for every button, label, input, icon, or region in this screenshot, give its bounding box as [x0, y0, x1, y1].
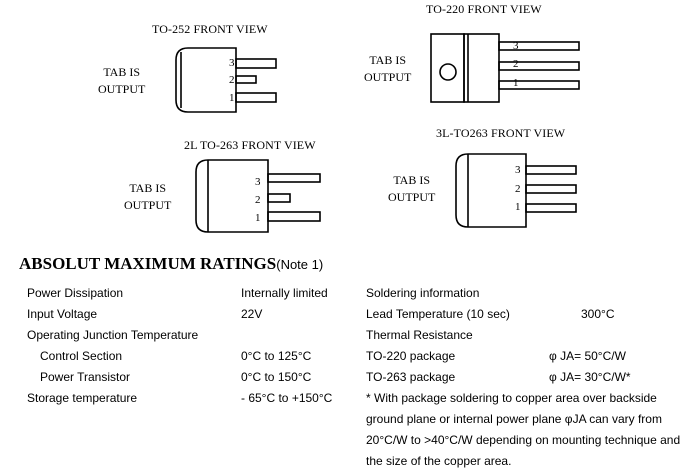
to263-2l-lead-2 [267, 193, 291, 203]
storage-temperature-label: Storage temperature [27, 391, 138, 405]
soldering-info-label: Soldering information [366, 286, 480, 300]
to263-3l-lead-2 [525, 184, 577, 194]
to263-thermal-value: φ JA= 30°C/W* [549, 370, 631, 384]
to220-tab-label: TAB IS OUTPUT [364, 52, 411, 86]
control-section-label: Control Section [40, 349, 123, 363]
to252-lead-2 [235, 75, 257, 84]
to263-3l-pin-2: 2 [515, 183, 521, 195]
footnote-line-3: 20°C/W to >40°C/W depending on mounting … [366, 433, 681, 447]
to263-package-label: TO-263 package [366, 370, 456, 384]
to252-tab-label: TAB IS OUTPUT [98, 64, 145, 98]
control-section-value: 0°C to 125°C [241, 349, 312, 363]
footnote-line-4: the size of the copper area. [366, 454, 512, 468]
to263-2l-lead-3 [267, 173, 321, 183]
to263-2l-lead-1 [267, 211, 321, 222]
to263-2l-tab-label: TAB IS OUTPUT [124, 180, 171, 214]
to220-mounting-hole [439, 63, 457, 81]
to220-package-label: TO-220 package [366, 349, 456, 363]
to252-pin-3: 3 [229, 57, 235, 69]
lead-temperature-label: Lead Temperature (10 sec) [366, 307, 510, 321]
power-dissipation-label: Power Dissipation [27, 286, 124, 300]
input-voltage-label: Input Voltage [27, 307, 98, 321]
input-voltage-value: 22V [241, 307, 263, 321]
to220-lead-2 [498, 61, 580, 71]
power-transistor-label: Power Transistor [40, 370, 131, 384]
to263-3l-title: 3L-TO263 FRONT VIEW [436, 126, 566, 140]
to252-label-line1: TAB IS [103, 65, 141, 79]
to252-lead-3 [235, 58, 277, 69]
to263-2l-body [195, 159, 269, 233]
to263-2l-label-line1: TAB IS [129, 181, 167, 195]
ratings-heading: ABSOLUT MAXIMUM RATINGS(Note 1) [19, 254, 323, 274]
to263-3l-pin-3: 3 [515, 164, 521, 176]
to252-lead-1 [235, 92, 277, 103]
to263-3l-lead-3 [525, 165, 577, 175]
thermal-resistance-label: Thermal Resistance [366, 328, 473, 342]
ratings-note: (Note 1) [276, 257, 324, 272]
to263-3l-label-line2: OUTPUT [388, 190, 436, 204]
to220-title: TO-220 FRONT VIEW [426, 2, 542, 16]
to263-3l-label-line1: TAB IS [393, 173, 431, 187]
operating-junction-temp-label: Operating Junction Temperature [27, 328, 199, 342]
to220-label-line1: TAB IS [369, 53, 407, 67]
to252-title: TO-252 FRONT VIEW [152, 22, 268, 36]
to263-2l-title: 2L TO-263 FRONT VIEW [184, 138, 316, 152]
power-dissipation-value: Internally limited [241, 286, 328, 300]
to220-lead-3 [498, 41, 580, 51]
power-transistor-value: 0°C to 150°C [241, 370, 312, 384]
to252-label-line2: OUTPUT [98, 82, 146, 96]
to252-body [175, 47, 237, 113]
to263-2l-pin-1: 1 [255, 212, 261, 224]
to220-pin-1: 1 [513, 77, 519, 89]
to263-3l-lead-1 [525, 203, 577, 213]
ratings-heading-text: ABSOLUT MAXIMUM RATINGS [19, 254, 277, 273]
to220-label-line2: OUTPUT [364, 70, 412, 84]
to220-pin-3: 3 [513, 40, 519, 52]
footnote-line-1: * With package soldering to copper area … [366, 391, 657, 405]
to263-2l-label-line2: OUTPUT [124, 198, 172, 212]
to263-3l-tab-label: TAB IS OUTPUT [388, 172, 435, 206]
storage-temperature-value: - 65°C to +150°C [241, 391, 333, 405]
to220-lead-1 [498, 80, 580, 90]
to252-pin-2: 2 [229, 74, 235, 86]
lead-temperature-value: 300°C [581, 307, 615, 321]
footnote-line-2: ground plane or internal power plane φJA… [366, 412, 662, 426]
to220-thermal-value: φ JA= 50°C/W [549, 349, 626, 363]
to263-3l-pin-1: 1 [515, 201, 521, 213]
to263-3l-body [455, 153, 527, 228]
to220-pin-2: 2 [513, 58, 519, 70]
to263-2l-pin-2: 2 [255, 194, 261, 206]
to263-2l-pin-3: 3 [255, 176, 261, 188]
to252-pin-1: 1 [229, 92, 235, 104]
